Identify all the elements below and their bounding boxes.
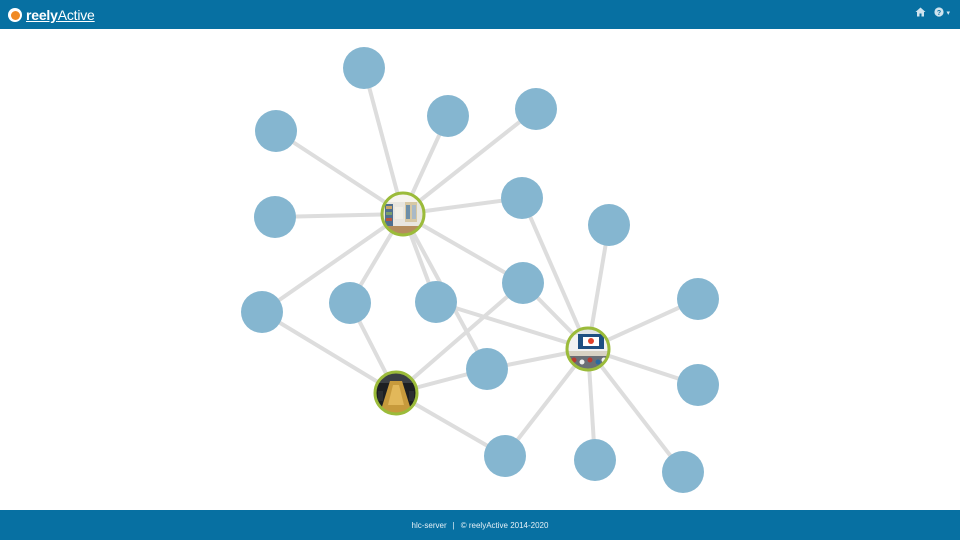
device-node [466,348,508,390]
hub-node-conference[interactable] [373,370,419,416]
device-node [501,177,543,219]
chevron-down-icon: ▾ [946,10,950,17]
help-dropdown-button[interactable]: ?▾ [934,7,950,21]
device-node [241,291,283,333]
device-node [515,88,557,130]
home-icon[interactable] [915,7,926,21]
navbar: reelyActive ?▾ [0,0,960,29]
question-circle-icon: ? [934,7,945,17]
device-node [677,364,719,406]
device-node [254,196,296,238]
network-graph[interactable] [0,29,960,510]
device-nodes[interactable] [241,47,719,493]
device-node [427,95,469,137]
server-name: hlc-server [411,520,447,530]
brand-text: reelyActive [26,7,95,23]
device-node [677,278,719,320]
device-node [415,281,457,323]
device-node [662,451,704,493]
svg-text:?: ? [937,10,941,17]
device-node [255,110,297,152]
device-node [588,204,630,246]
hub-node-presentation[interactable] [565,326,611,372]
device-node [343,47,385,89]
copyright-link[interactable]: © reelyActive 2014-2020 [460,520,549,530]
device-node [502,262,544,304]
graph-edges [260,66,700,474]
brand-link[interactable]: reelyActive [8,5,95,25]
footer-separator: | [452,520,455,530]
device-node [574,439,616,481]
footer: hlc-server | © reelyActive 2014-2020 [0,510,960,540]
reelyactive-logo-icon [8,8,22,22]
hub-node-library[interactable] [380,191,426,237]
device-node [484,435,526,477]
nav-right: ?▾ [915,7,950,21]
device-node [329,282,371,324]
